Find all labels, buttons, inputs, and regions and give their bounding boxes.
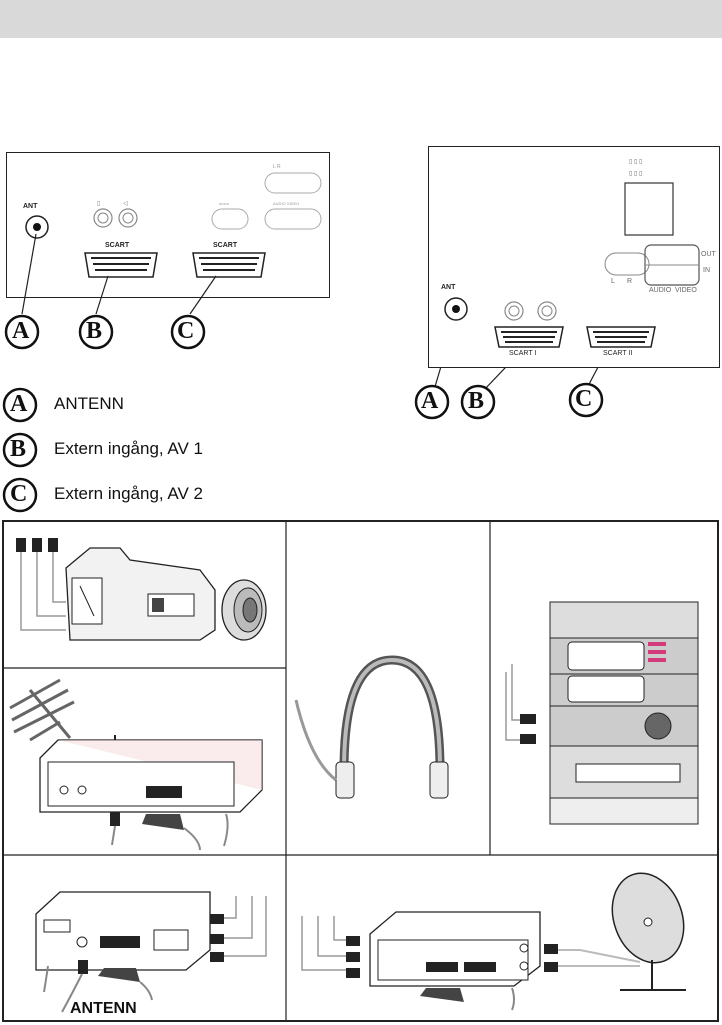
header-bar <box>0 0 722 38</box>
callout-c-left: C <box>177 318 195 344</box>
ant-label-right: ANT <box>441 284 456 291</box>
devices-frame <box>2 520 719 1022</box>
scart2-label: SCART <box>213 242 238 249</box>
tv-rear-panel-left: ▯ ◁ L R AUDIO VIDEO mono ANT SCART SCART <box>6 152 330 298</box>
callout-badges-right <box>414 382 604 420</box>
callout-c-right: C <box>575 386 593 412</box>
callout-a-left: A <box>12 318 30 344</box>
svg-text:mono: mono <box>219 201 230 206</box>
video-label: VIDEO <box>675 287 697 294</box>
r-label: R <box>627 278 633 285</box>
callout-b-left: B <box>86 318 103 344</box>
headphones-icon <box>294 655 449 799</box>
ant-label: ANT <box>23 203 38 210</box>
legend-letter-a: A <box>10 391 28 417</box>
satellite-receiver-icon <box>301 872 686 1011</box>
svg-text:AUDIO VIDEO: AUDIO VIDEO <box>273 201 299 206</box>
callout-a-right: A <box>421 388 439 414</box>
svg-text:▯ ▯ ▯: ▯ ▯ ▯ <box>629 159 642 165</box>
in-label: IN <box>703 267 710 274</box>
legend-text-a: ANTENN <box>54 394 124 413</box>
callout-lines <box>2 233 609 513</box>
legend-text-b: Extern ingång, AV 1 <box>54 439 204 458</box>
scart1-label: SCART <box>105 242 130 249</box>
callout-badges-left <box>4 314 206 350</box>
vcr-antenna-label: ANTENN <box>70 1000 137 1017</box>
panel-left-drawing: ▯ ◁ L R AUDIO VIDEO mono <box>25 164 322 278</box>
audio-label: AUDIO <box>649 287 672 294</box>
callout-b-right: B <box>468 388 485 414</box>
scart-i-label: SCART I <box>509 350 537 357</box>
svg-text:◁: ◁ <box>123 201 128 207</box>
antenna-decoder-icon <box>9 678 263 851</box>
out-label: OUT <box>701 251 716 258</box>
legend-text-c: Extern ingång, AV 2 <box>54 484 204 503</box>
hifi-stack-icon <box>505 601 699 825</box>
camcorder-icon <box>16 538 267 641</box>
legend-badges <box>2 387 38 513</box>
svg-text:▯ ▯ ▯: ▯ ▯ ▯ <box>629 171 642 177</box>
l-label: L <box>611 278 615 285</box>
tv-rear-panel-right: ▯ ▯ ▯ ▯ ▯ ▯ ANT SCART I SCART II OUT IN … <box>428 146 720 368</box>
legend-letter-b: B <box>10 436 27 462</box>
svg-text:▯: ▯ <box>97 201 100 207</box>
panel-right-drawing: ▯ ▯ ▯ ▯ ▯ ▯ <box>444 159 700 348</box>
vcr-icon <box>35 891 267 1013</box>
scart-ii-label: SCART II <box>603 350 633 357</box>
legend-letter-c: C <box>10 481 28 507</box>
svg-text:L R: L R <box>273 164 281 170</box>
